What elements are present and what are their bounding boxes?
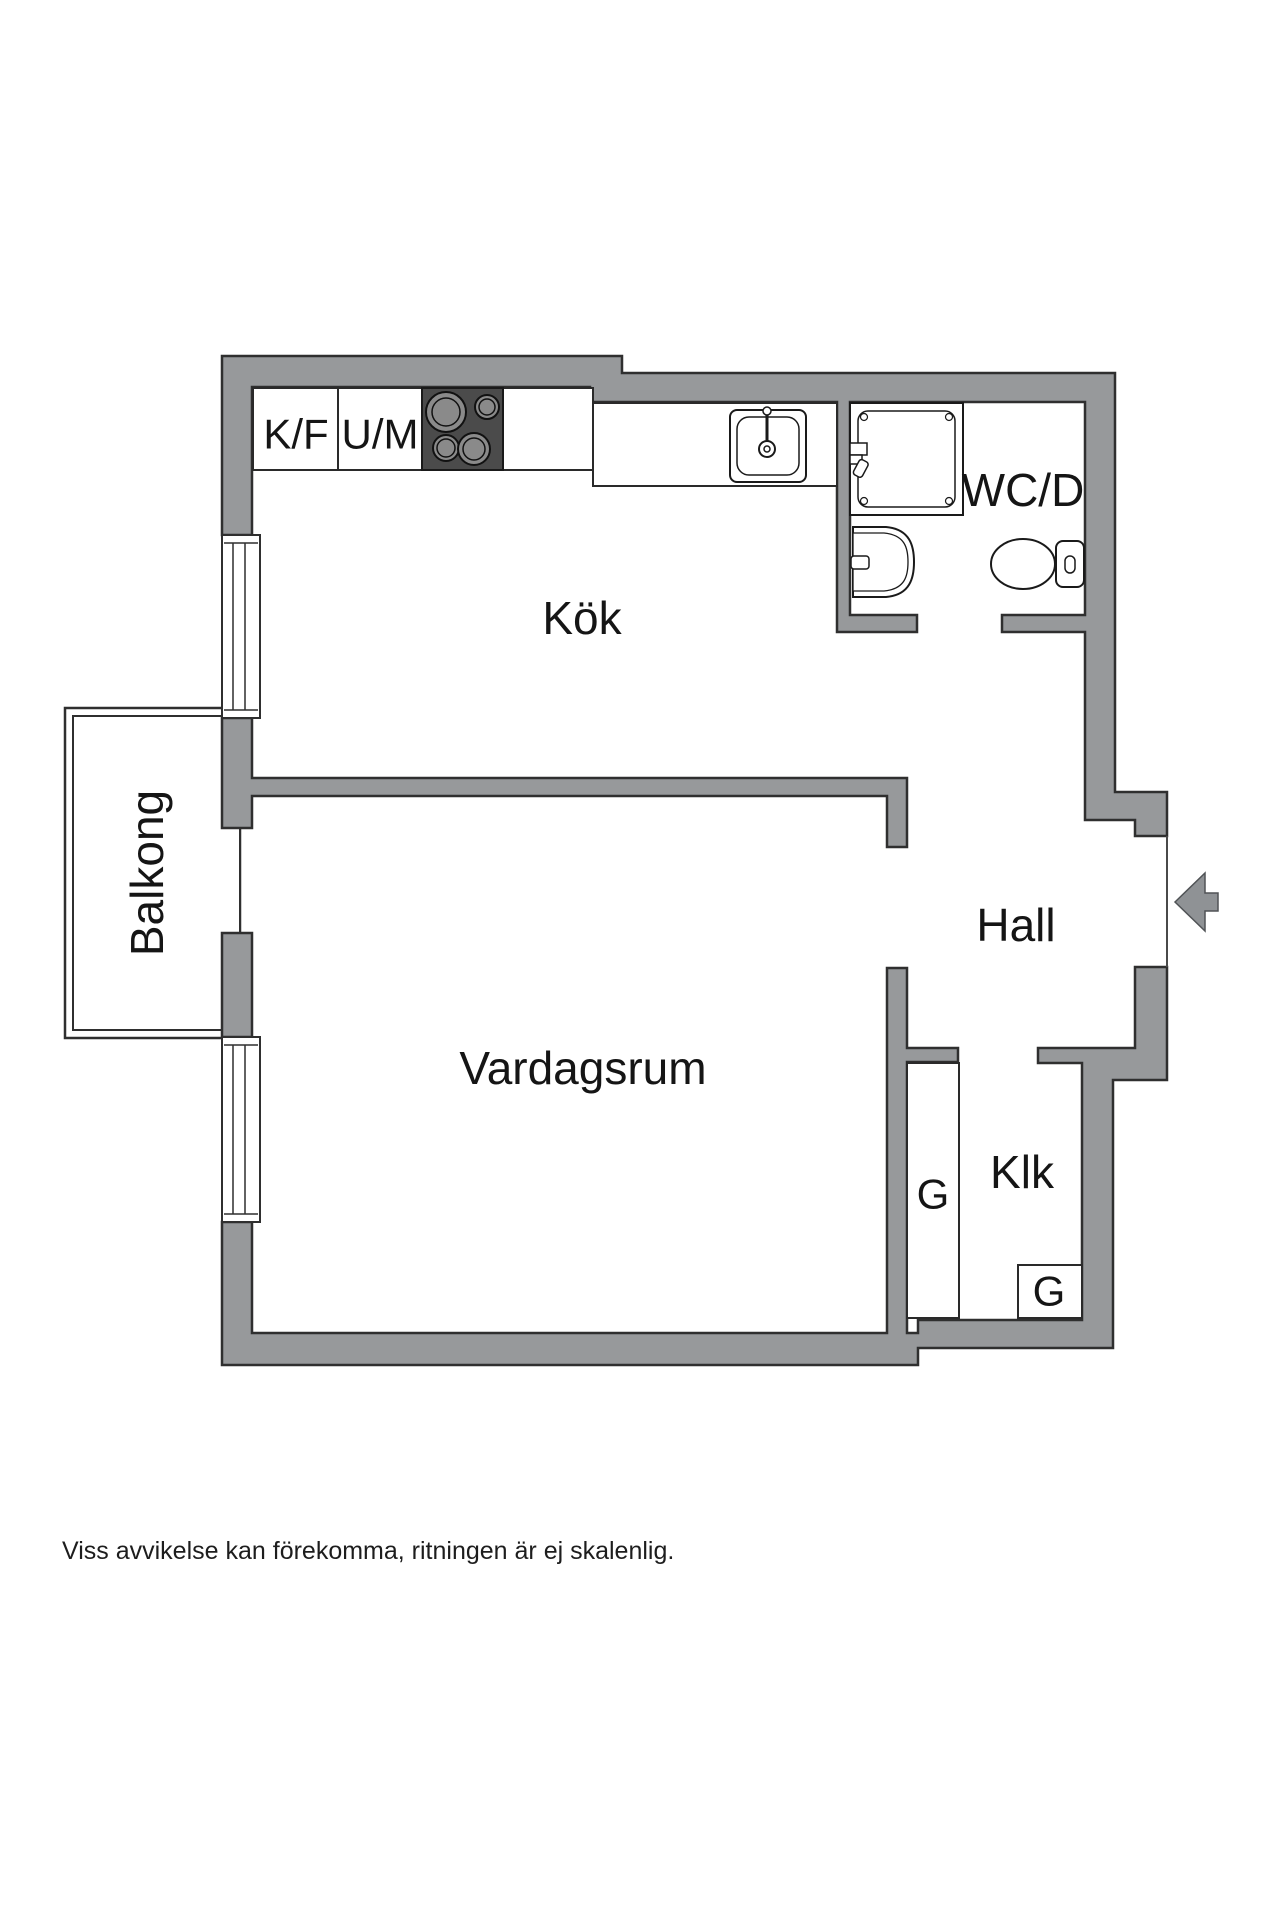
label-fridge-freezer: K/F	[263, 411, 328, 458]
label-wardrobe-tall: G	[917, 1171, 950, 1218]
label-bathroom: WC/D	[962, 464, 1085, 516]
washbasin-icon	[850, 526, 916, 598]
label-washer-dryer: U/M	[342, 411, 419, 458]
balcony-railing	[63, 706, 242, 1040]
label-kitchen: Kök	[542, 592, 622, 644]
stove-icon	[421, 387, 504, 471]
label-living-room: Vardagsrum	[459, 1042, 706, 1094]
wall-bottom-section	[220, 965, 1169, 1367]
shower-icon	[849, 402, 964, 516]
wardrobe-small-box	[1017, 1264, 1083, 1319]
label-closet-room: Klk	[990, 1146, 1055, 1198]
window-upper	[221, 534, 261, 719]
wardrobe-tall-box	[906, 1062, 960, 1319]
window-lower	[221, 1036, 261, 1223]
kitchen-sink-icon	[729, 406, 807, 483]
disclaimer-text: Viss avvikelse kan förekomma, ritningen …	[62, 1537, 674, 1565]
label-balcony: Balkong	[121, 790, 173, 956]
label-hall: Hall	[976, 899, 1055, 951]
label-wardrobe-small: G	[1033, 1268, 1066, 1315]
wall-kitchen-living-divider	[220, 716, 909, 849]
toilet-icon	[990, 538, 1085, 590]
entrance-arrow-icon	[1173, 871, 1219, 933]
wall-left-lower-piece	[220, 931, 254, 1039]
